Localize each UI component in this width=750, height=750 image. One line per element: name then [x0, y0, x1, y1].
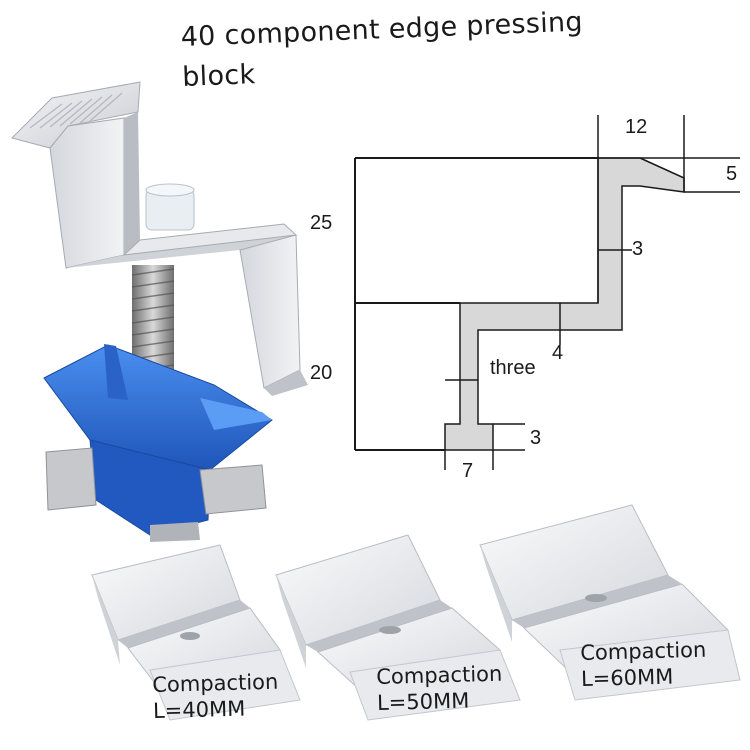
caption-variant-1-name: Compaction [152, 669, 279, 697]
dimension-lines [444, 115, 740, 470]
clamp-variant-50mm [275, 534, 521, 721]
dim-upper-height: 25 [310, 212, 333, 234]
dim-step-thickness: 4 [552, 342, 564, 364]
caption-variant-2-name: Compaction [376, 661, 503, 689]
caption-variant-3-name: Compaction [580, 637, 707, 665]
dim-top-lip: 5 [726, 163, 738, 185]
caption-variant-2: Compaction L=50MM [376, 661, 503, 716]
dim-upper-thickness: 3 [632, 238, 644, 260]
caption-variant-1: Compaction L=40MM [152, 669, 279, 724]
caption-variant-3-length: L=60MM [580, 664, 674, 691]
dim-foot-width: 7 [462, 460, 474, 482]
caption-variant-2-length: L=50MM [376, 688, 470, 715]
clamp-variant-60mm [479, 504, 741, 701]
plastic-spacer [145, 183, 195, 231]
clamp-variant-40mm [91, 544, 301, 721]
dim-top-width: 12 [625, 116, 648, 138]
caption-variant-3: Compaction L=60MM [580, 637, 707, 692]
dim-lower-height: 20 [310, 362, 333, 384]
t-nut [45, 447, 267, 542]
dim-web-label: three [490, 357, 536, 379]
caption-variant-1-length: L=40MM [152, 696, 246, 723]
dim-foot-thickness: 3 [530, 427, 542, 449]
clamp-body [11, 81, 308, 396]
